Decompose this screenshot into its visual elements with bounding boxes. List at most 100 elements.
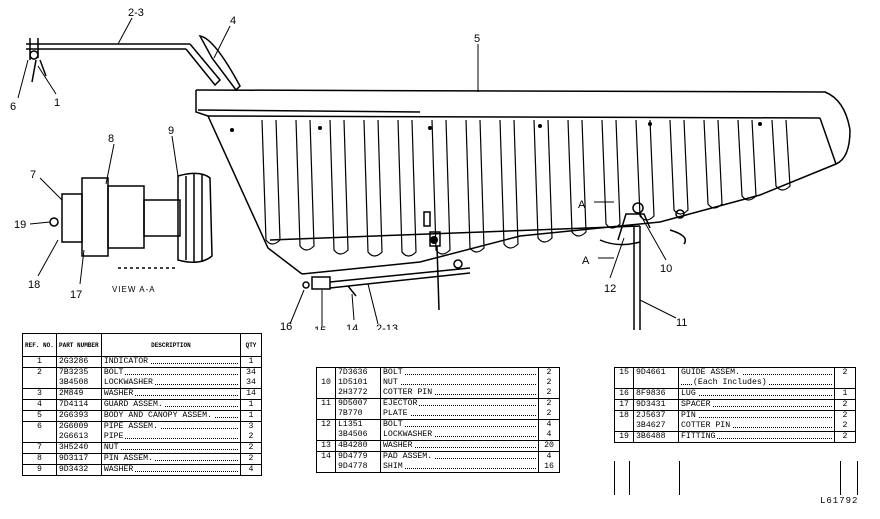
part-number-cell: 9D5007 (335, 398, 381, 409)
callout-8: 8 (108, 133, 114, 145)
parts-table-3-blank (614, 461, 858, 495)
pipe-assembly-drawing (26, 38, 222, 87)
qty-cell: 2 (538, 378, 560, 388)
callout-17: 17 (70, 289, 82, 301)
part-number-cell: 2M849 (55, 388, 102, 400)
description-cell: LOCKWASHER (380, 430, 539, 441)
ref-no-cell: 14 (316, 451, 336, 462)
callout-9: 9 (168, 125, 174, 137)
ref-no-cell: 19 (614, 431, 634, 443)
description-cell: BOLT (100, 367, 242, 378)
part-number-cell: 2G6613 (55, 432, 102, 443)
header-ref-no: REF. NO. (22, 333, 57, 357)
qty-cell: 4 (240, 464, 262, 476)
ref-no-cell: 4 (22, 399, 57, 411)
qty-cell: 1 (240, 356, 262, 368)
description-cell: PIPE (100, 432, 242, 443)
part-number-cell: 7D4114 (55, 399, 102, 411)
description-text: BOLT (103, 368, 126, 377)
table-row: (Each Includes) (614, 378, 856, 389)
description-cell: PAD ASSEM. (380, 451, 539, 462)
qty-cell: 1 (240, 399, 262, 411)
callout-14: 14 (346, 323, 358, 330)
description-text: LOCKWASHER (383, 430, 435, 439)
ref-no-cell: 13 (316, 440, 336, 452)
qty-cell: 2 (240, 442, 262, 454)
section-mark-a-bottom: A (582, 255, 590, 267)
description-cell: EJECTOR (380, 398, 539, 409)
description-text: WASHER (383, 441, 415, 450)
part-number-cell: 7D3636 (335, 367, 381, 378)
ref-no-cell: 12 (316, 419, 336, 430)
part-number-cell (633, 378, 679, 389)
ref-no-cell (614, 421, 634, 432)
ref-no-cell (22, 432, 57, 443)
indicator-bolt-drawing (423, 211, 463, 311)
qty-cell: 2 (834, 399, 856, 411)
description-cell: PLATE (380, 409, 539, 420)
description-cell: FITTING (678, 431, 835, 443)
ref-no-cell: 10 (316, 378, 336, 388)
pad-rail-drawing (302, 267, 471, 297)
description-cell: (Each Includes) (678, 378, 835, 389)
part-number-cell: 2J5637 (633, 410, 679, 421)
part-number-cell: 2G6009 (55, 421, 102, 432)
description-cell: GUIDE ASSEM. (678, 367, 835, 378)
part-number-cell: 3B4627 (633, 421, 679, 432)
callout-10: 10 (660, 263, 672, 275)
description-text: (Each Includes) (693, 378, 769, 387)
ref-no-cell: 5 (22, 410, 57, 422)
description-cell: WASHER (100, 388, 242, 400)
callout-18: 18 (28, 279, 40, 291)
description-cell: WASHER (100, 464, 242, 476)
description-text: LOCKWASHER (103, 378, 155, 387)
part-number-cell: 9D3432 (55, 464, 102, 476)
ref-no-cell: 1 (22, 356, 57, 368)
qty-cell: 16 (538, 462, 560, 473)
ref-no-cell: 18 (614, 410, 634, 421)
header-qty: QTY (240, 333, 262, 357)
ref-no-cell (22, 378, 57, 389)
ref-no-cell (614, 378, 634, 389)
description-cell: GUARD ASSEM. (100, 399, 242, 411)
description-text: INDICATOR (103, 357, 151, 366)
ref-no-cell: 15 (614, 367, 634, 378)
part-number-cell: 3B4508 (55, 378, 102, 389)
description-text: SHIM (383, 462, 405, 471)
description-text: SPACER (681, 400, 713, 409)
part-number-cell: 4B4280 (335, 440, 381, 452)
exploded-parts-drawing: 2-3 4 5 6 1 8 9 7 19 18 17 VIEW A-A A A … (10, 7, 851, 330)
description-text: PAD ASSEM. (383, 452, 435, 461)
body-canopy-drawing (195, 89, 851, 275)
description-cell: NUT (380, 378, 539, 388)
description-cell: NUT (100, 442, 242, 454)
qty-cell: 4 (538, 419, 560, 430)
callout-labels: 2-3 4 5 6 1 8 9 7 19 18 17 VIEW A-A A A … (10, 7, 687, 330)
part-number-cell: 9D3117 (55, 453, 102, 465)
part-number-cell: 2G6393 (55, 410, 102, 422)
description-text: BODY AND CANOPY ASSEM. (103, 411, 214, 420)
qty-cell (834, 378, 856, 389)
ref-no-cell: 9 (22, 464, 57, 476)
description-cell: BOLT (380, 367, 539, 378)
qty-cell: 1 (240, 410, 262, 422)
qty-cell: 4 (538, 451, 560, 462)
description-text: GUARD ASSEM. (103, 400, 165, 409)
qty-cell: 4 (538, 430, 560, 441)
